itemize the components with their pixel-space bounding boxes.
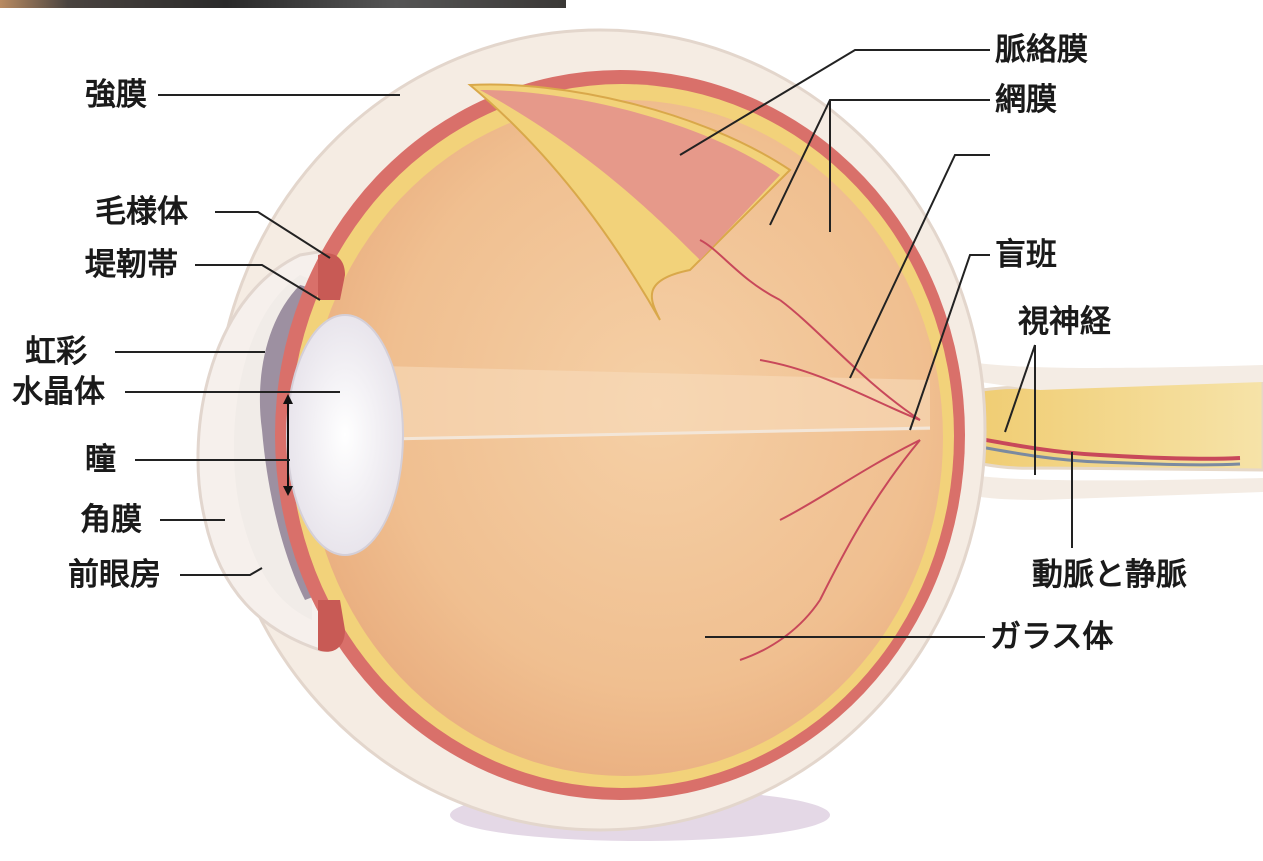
label-choroid: 脈絡膜 [995, 35, 1088, 66]
label-lens: 水晶体 [12, 377, 105, 408]
label-artery-vein: 動脈と静脈 [1032, 560, 1187, 591]
optic-nerve-sheath-bottom [935, 470, 1263, 500]
ciliary-body [318, 253, 345, 300]
label-pupil: 瞳 [85, 445, 116, 476]
label-optic-nerve: 視神経 [1018, 307, 1111, 338]
label-zonule: 堤靭帯 [85, 250, 178, 281]
label-retina: 網膜 [995, 85, 1057, 116]
label-cornea: 角膜 [80, 505, 142, 536]
label-sclera: 強膜 [85, 80, 147, 111]
label-blind-spot: 盲班 [995, 240, 1057, 271]
lens [287, 315, 403, 555]
label-ciliary-body: 毛様体 [95, 197, 188, 228]
label-vitreous: ガラス体 [990, 622, 1113, 653]
label-anterior-chamber: 前眼房 [68, 560, 161, 591]
label-iris: 虹彩 [25, 337, 87, 368]
ciliary-body-lower [318, 600, 345, 652]
